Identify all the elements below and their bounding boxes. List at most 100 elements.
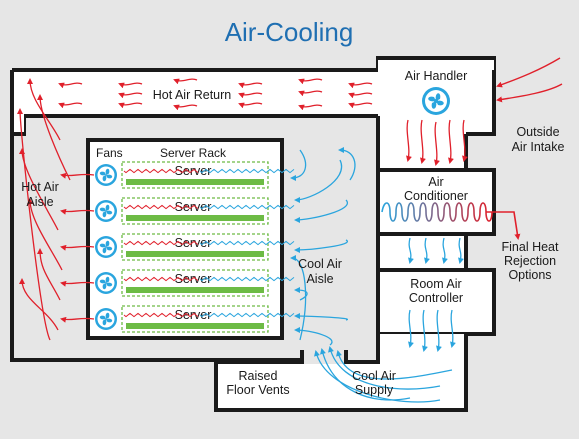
controller-arrow bbox=[422, 309, 428, 352]
cool-air-aisle-label-2: Aisle bbox=[306, 272, 333, 286]
cool-air-aisle-label-1: Cool Air bbox=[298, 257, 342, 271]
return-arrow bbox=[238, 82, 263, 89]
heat-rejection-arrow bbox=[486, 211, 521, 240]
return-arrow bbox=[118, 82, 143, 89]
fan-icon bbox=[95, 272, 117, 294]
server-bar bbox=[126, 323, 264, 329]
server-heat-wave bbox=[123, 312, 199, 318]
fans-label: Fans bbox=[96, 146, 123, 160]
return-arrow bbox=[298, 78, 323, 85]
supply-arrow bbox=[328, 346, 441, 390]
server-bar bbox=[126, 179, 264, 185]
fan-exhaust-arrow bbox=[60, 172, 95, 179]
server-label: Server bbox=[175, 164, 212, 178]
server-row: Server bbox=[60, 197, 295, 225]
server-slot-outline bbox=[121, 233, 269, 261]
fan-exhaust-arrow bbox=[60, 280, 95, 287]
supply-arrow bbox=[336, 350, 453, 380]
server-rack-label: Server Rack bbox=[160, 146, 227, 160]
air-conditioner-label-2: Conditioner bbox=[404, 189, 468, 203]
server-row: Server bbox=[60, 305, 295, 333]
cool-air-supply-label-2: Supply bbox=[355, 383, 394, 397]
fan-exhaust-arrow bbox=[60, 316, 95, 323]
return-arrow bbox=[58, 82, 83, 89]
outside-air-arrow-1 bbox=[496, 57, 561, 88]
return-arrow bbox=[118, 102, 143, 109]
return-arrow bbox=[298, 90, 323, 97]
cool-aisle-arrow bbox=[294, 313, 349, 321]
room-air-controller-label-1: Room Air bbox=[410, 277, 461, 291]
server-cool-wave bbox=[199, 276, 295, 282]
column-arrows bbox=[406, 119, 468, 352]
fan-blades bbox=[99, 204, 113, 218]
return-arrow bbox=[238, 102, 263, 109]
server-bar bbox=[126, 251, 264, 257]
cool-air-supply-label-1: Cool Air bbox=[352, 369, 396, 383]
server-row: Server bbox=[60, 233, 295, 261]
return-arrow bbox=[173, 78, 198, 85]
cool-aisle-arrow bbox=[294, 239, 349, 253]
hot-aisle-arrow bbox=[19, 278, 59, 331]
fan-exhaust-arrow bbox=[60, 244, 95, 251]
server-heat-wave bbox=[123, 168, 199, 174]
controller-arrow bbox=[408, 309, 414, 348]
server-slot-outline bbox=[121, 305, 269, 333]
server-heat-wave bbox=[123, 240, 199, 246]
controller-arrow bbox=[450, 309, 456, 348]
fan-icon bbox=[95, 200, 117, 222]
final-heat-label-1: Final Heat bbox=[502, 240, 559, 254]
hot-air-return-arrows bbox=[58, 78, 373, 111]
return-arrow bbox=[173, 104, 198, 111]
server-cool-wave bbox=[199, 312, 295, 318]
column-arrow bbox=[406, 119, 412, 162]
room-air-controller-label-2: Controller bbox=[409, 291, 463, 305]
server-row: Server bbox=[60, 269, 295, 297]
column-arrow bbox=[434, 121, 440, 166]
hot-air-return-label: Hot Air Return bbox=[153, 88, 232, 102]
hot-aisle-arrow bbox=[27, 198, 63, 271]
final-heat-label-3: Options bbox=[508, 268, 551, 282]
cool-air-aisle-arrows bbox=[290, 147, 356, 346]
return-arrow bbox=[238, 92, 263, 99]
fan-icon bbox=[95, 308, 117, 330]
condenser-coil bbox=[381, 202, 493, 222]
hot-air-aisle-label-2: Aisle bbox=[26, 195, 53, 209]
server-slot-outline bbox=[121, 161, 269, 189]
hot-aisle-arrow bbox=[37, 94, 71, 181]
fan-exhaust-arrow bbox=[60, 208, 95, 215]
server-label: Server bbox=[175, 272, 212, 286]
cool-aisle-arrow bbox=[338, 147, 356, 181]
server-bar bbox=[126, 215, 264, 221]
air-conditioner-box bbox=[376, 168, 496, 236]
raised-floor-vents-label-1: Raised bbox=[239, 369, 278, 383]
server-row: Server bbox=[60, 161, 295, 189]
fan-blades bbox=[99, 312, 113, 326]
return-arrow bbox=[118, 92, 143, 99]
server-bar bbox=[126, 287, 264, 293]
outside-air-arrow-2 bbox=[496, 83, 563, 103]
fan-blades bbox=[99, 168, 113, 182]
hot-air-aisle-arrows bbox=[17, 78, 71, 341]
supply-arrow bbox=[320, 348, 411, 401]
server-label: Server bbox=[175, 308, 212, 322]
cool-aisle-arrow bbox=[294, 287, 308, 301]
column-arrow bbox=[424, 237, 430, 264]
server-label: Server bbox=[175, 200, 212, 214]
air-handler-label: Air Handler bbox=[405, 69, 468, 83]
hot-aisle-arrow bbox=[37, 248, 61, 301]
hot-aisle-arrow bbox=[27, 78, 61, 141]
server-heat-wave bbox=[123, 204, 199, 210]
diagram-title: Air-Cooling bbox=[225, 17, 354, 47]
column-arrow bbox=[462, 119, 468, 162]
duct-system bbox=[10, 56, 496, 412]
air-conditioner-label-1: Air bbox=[428, 175, 443, 189]
cool-aisle-arrow bbox=[294, 327, 333, 346]
fan-blades bbox=[99, 240, 113, 254]
outside-air-label-2: Air Intake bbox=[512, 140, 565, 154]
return-arrow bbox=[348, 82, 373, 89]
cool-aisle-arrow bbox=[294, 159, 343, 203]
controller-arrow bbox=[436, 309, 442, 352]
server-cool-wave bbox=[199, 240, 295, 246]
